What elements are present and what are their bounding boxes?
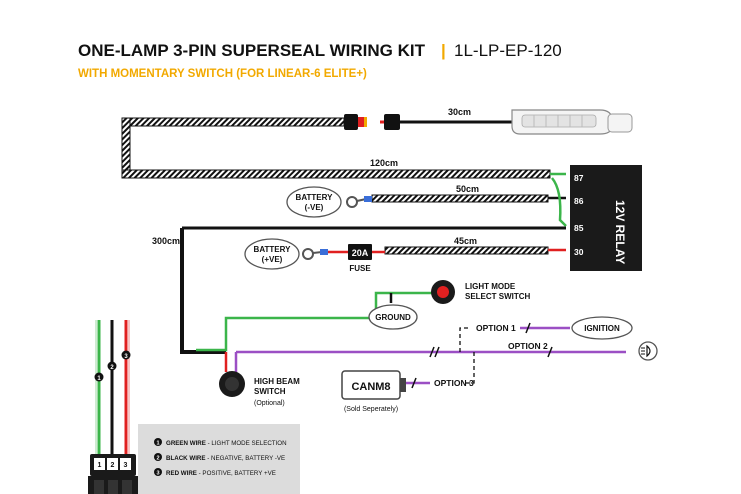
battery-neg-terminal [286, 186, 342, 218]
relay-body [570, 165, 642, 271]
option3-label: OPTION 3 [434, 378, 474, 388]
battery-neg-label-2: (-VE) [305, 203, 324, 212]
connector-pin-3: 3 [124, 462, 128, 469]
superseal-plug-left [344, 114, 358, 130]
label-45cm: 45cm [454, 236, 477, 246]
ignition-label: IGNITION [584, 324, 620, 333]
battery-pos-label-1: BATTERY [254, 245, 292, 254]
breakout-marker-2: 2 [110, 365, 114, 371]
option3-link [464, 352, 475, 384]
ring-terminal-neg [346, 196, 358, 208]
ignition-source [571, 316, 633, 340]
svg-text:RED WIRE - POSITIVE, BATTERY +: RED WIRE - POSITIVE, BATTERY +VE [166, 470, 276, 477]
loom-top [121, 117, 345, 127]
svg-text:GREEN WIRE - LIGHT MODE SELECT: GREEN WIRE - LIGHT MODE SELECTION [166, 440, 287, 447]
option1-label: OPTION 1 [476, 323, 516, 333]
title-divider: | [441, 41, 446, 60]
battery-pos-terminal [244, 238, 300, 270]
high-beam-indicator-icon [638, 341, 658, 361]
legend-panel [138, 424, 300, 494]
legend-row-3: 3 RED WIRE - POSITIVE, BATTERY +VE [154, 468, 276, 477]
svg-text:BLACK WIRE - NEGATIVE, BATTERY: BLACK WIRE - NEGATIVE, BATTERY -VE [166, 455, 285, 462]
battery-neg-label-1: BATTERY [296, 193, 334, 202]
ground-label: GROUND [375, 313, 411, 322]
high-beam-label-1: HIGH BEAM [254, 377, 300, 386]
loom-50cm [371, 194, 549, 203]
light-mode-label-1: LIGHT MODE [465, 282, 516, 291]
loom-120cm [121, 169, 551, 179]
high-beam-label-2: SWITCH [254, 387, 286, 396]
diagram-subtitle: WITH MOMENTARY SWITCH (FOR LINEAR-6 ELIT… [78, 68, 367, 80]
option2-label: OPTION 2 [508, 341, 548, 351]
ground-terminal [368, 304, 418, 330]
connector-pin-2: 2 [111, 462, 115, 469]
legend-num-3: 3 [156, 471, 159, 477]
wire-green-jumper [550, 177, 567, 227]
wire-green-light-mode [196, 291, 436, 352]
canm8-note: (Sold Seperately) [344, 406, 398, 413]
diagram-title: ONE-LAMP 3-PIN SUPERSEAL WIRING KIT [78, 41, 426, 60]
ring-terminal-pos [302, 248, 314, 260]
label-50cm: 50cm [456, 184, 479, 194]
breakout-marker-1: 1 [97, 376, 101, 382]
relay-pin-85: 85 [574, 223, 584, 233]
legend-num-1: 1 [156, 441, 159, 447]
fuse-label: FUSE [349, 264, 371, 273]
superseal-plug-right [384, 114, 400, 130]
superseal-latch [364, 117, 367, 127]
relay-pin-87: 87 [574, 173, 584, 183]
superseal-seal [358, 117, 364, 127]
option1-link [459, 327, 470, 352]
legend-num-2: 2 [156, 456, 159, 462]
connector-breakout: 1 2 3 1 2 3 [88, 320, 138, 494]
label-30cm: 30cm [448, 107, 471, 117]
label-120cm: 120cm [370, 158, 398, 168]
part-number: 1L-LP-EP-120 [454, 41, 562, 60]
high-beam-note: (Optional) [254, 400, 285, 407]
canm8-label: CANM8 [351, 381, 390, 393]
fuse-holder [348, 244, 372, 260]
relay-label: 12V RELAY [613, 200, 627, 264]
legend-bold-2: BLACK WIRE [166, 455, 206, 462]
legend-bold-3: RED WIRE [166, 470, 197, 477]
light-mode-label-2: SELECT SWITCH [465, 292, 531, 301]
legend-text-1: - LIGHT MODE SELECTION [206, 440, 287, 447]
legend-row-2: 2 BLACK WIRE - NEGATIVE, BATTERY -VE [154, 453, 285, 462]
loom-45cm [384, 246, 549, 255]
legend-text-3: - POSITIVE, BATTERY +VE [197, 470, 276, 477]
breakout-marker-3: 3 [124, 354, 128, 360]
relay-pin-30: 30 [574, 247, 584, 257]
connector-pin-1: 1 [98, 462, 102, 469]
fuse-value: 20A [352, 248, 369, 258]
legend-text-2: - NEGATIVE, BATTERY -VE [206, 455, 286, 462]
relay-pin-86: 86 [574, 196, 584, 206]
legend-bold-1: GREEN WIRE [166, 440, 206, 447]
battery-pos-label-2: (+VE) [262, 255, 283, 264]
label-300cm: 300cm [152, 236, 180, 246]
wire-harness-300cm [180, 228, 226, 354]
legend-row-1: 1 GREEN WIRE - LIGHT MODE SELECTION [154, 438, 287, 447]
lamp-light-bar [511, 109, 633, 135]
loom-left [121, 117, 131, 179]
